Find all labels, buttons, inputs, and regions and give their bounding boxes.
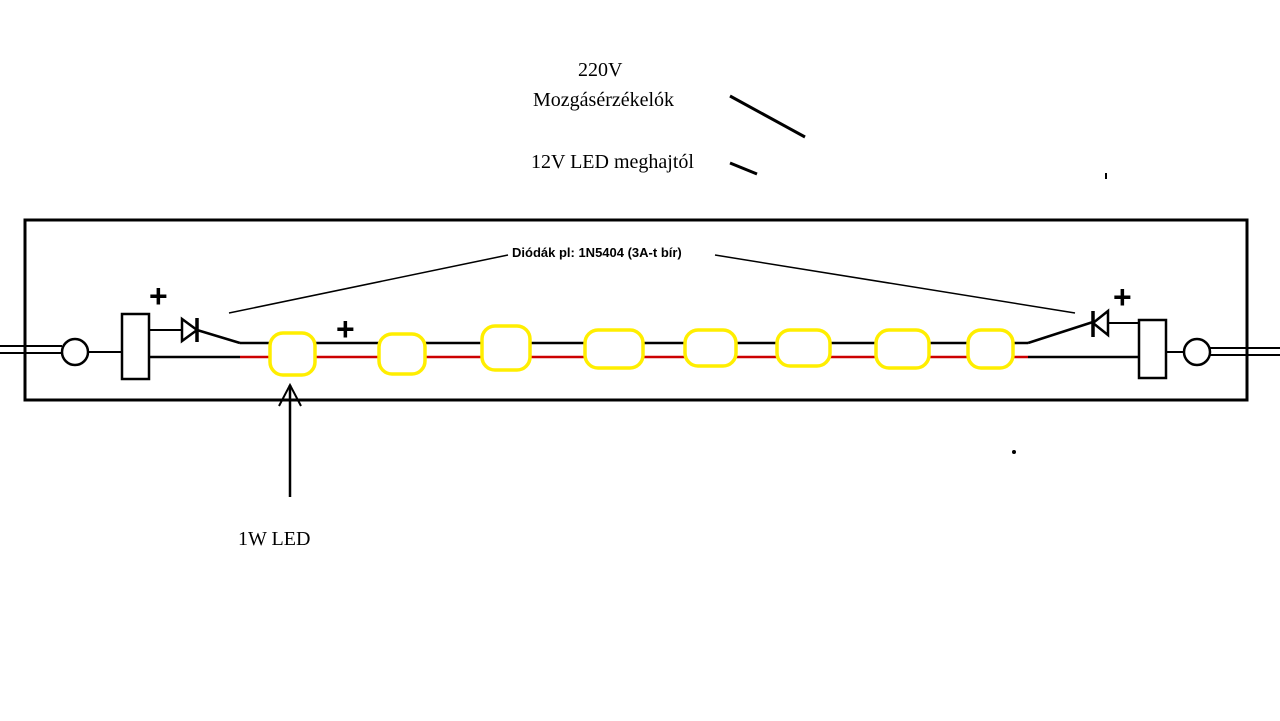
led-8 bbox=[966, 328, 1015, 370]
left-diode-lead-out bbox=[196, 328, 241, 345]
led-4 bbox=[583, 328, 645, 370]
right-diode-lead-out bbox=[1027, 320, 1094, 345]
led-1 bbox=[268, 331, 317, 377]
label-1w-led: 1W LED bbox=[238, 528, 310, 550]
led-5 bbox=[683, 328, 738, 368]
label-led-driver: 12V LED meghajtól bbox=[531, 151, 694, 173]
left-diode-symbol bbox=[180, 316, 200, 344]
pointer-line-diodes-right bbox=[714, 254, 1076, 314]
led-pointer-arrowhead bbox=[278, 382, 302, 407]
left-terminal-block bbox=[120, 312, 151, 381]
pointer-line-led-driver bbox=[729, 161, 758, 176]
right-diode-symbol bbox=[1090, 308, 1110, 338]
pointer-line-motion-sensors bbox=[729, 94, 806, 139]
label-diodes: Diódák pl: 1N5404 (3A-t bír) bbox=[512, 245, 682, 260]
led-3 bbox=[480, 324, 532, 372]
plus-sign-left-top: + bbox=[149, 278, 168, 314]
plus-sign-right-top: + bbox=[1113, 279, 1132, 315]
led-7 bbox=[874, 328, 931, 370]
label-220v: 220V bbox=[578, 59, 623, 81]
right-terminal-block bbox=[1137, 318, 1168, 380]
right-cable-gland bbox=[1182, 337, 1212, 367]
stray-dot bbox=[1012, 450, 1016, 454]
enclosure-frame bbox=[23, 218, 1249, 402]
led-group bbox=[268, 324, 1015, 377]
stray-mark bbox=[1105, 173, 1107, 179]
left-cable-gland bbox=[60, 337, 90, 367]
led-6 bbox=[775, 328, 832, 368]
led-2 bbox=[377, 332, 427, 376]
pointer-line-diodes-left bbox=[228, 254, 509, 314]
plus-sign-strip: + bbox=[336, 311, 355, 347]
label-motion-sensors: Mozgásérzékelók bbox=[533, 89, 674, 111]
